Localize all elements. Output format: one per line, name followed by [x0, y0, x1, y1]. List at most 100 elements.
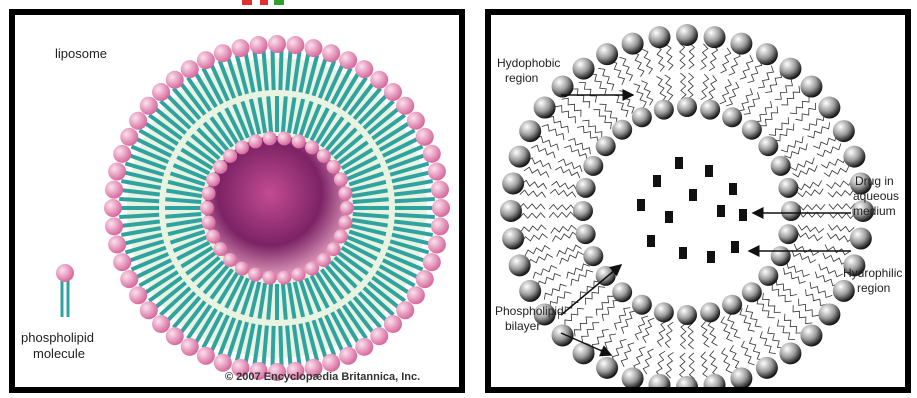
lipid-tail [601, 334, 617, 356]
inner-head [223, 149, 237, 163]
inner-head [305, 262, 319, 276]
inner-head [338, 216, 352, 230]
lipid-tail [828, 190, 854, 197]
lipid-tail [522, 234, 548, 243]
outer-head [416, 128, 434, 146]
inner-head-sphere [654, 100, 674, 120]
outer-head [428, 235, 446, 253]
lipid-tail [757, 297, 774, 317]
lipid-tail [549, 212, 575, 218]
inner-head-sphere [700, 302, 720, 322]
outer-head [129, 112, 147, 130]
outer-head [416, 270, 434, 288]
outer-head [370, 71, 388, 89]
lipid-tail [829, 204, 855, 210]
inner-head [334, 229, 348, 243]
inner-tail [268, 284, 271, 320]
outer-head-sphere [622, 367, 644, 387]
inner-head-sphere [758, 266, 778, 286]
inner-head-sphere [771, 246, 791, 266]
outer-head [355, 60, 373, 78]
lipid-tail [728, 314, 741, 338]
lipid-tail [798, 225, 824, 233]
lipid-tail [758, 66, 774, 88]
inner-head-sphere [758, 136, 778, 156]
outer-head-sphere [833, 120, 855, 142]
inner-head-sphere [771, 156, 791, 176]
outer-head [120, 270, 138, 288]
lipid-tail [803, 114, 824, 130]
outer-head [108, 163, 126, 181]
inner-head-sphere [778, 224, 798, 244]
hydrophilic-label-line2: region [857, 282, 890, 296]
lipid-tail [657, 76, 666, 101]
outer-head [250, 36, 268, 54]
lipid-tail [709, 45, 718, 71]
outer-head [140, 97, 158, 115]
outer-head [120, 128, 138, 146]
inner-head [327, 160, 341, 174]
outer-head-sphere [552, 324, 574, 346]
lipid-tail [524, 167, 549, 177]
lipid-tail [558, 159, 582, 172]
outer-head [197, 51, 215, 69]
lipid-tail [763, 293, 781, 313]
inner-head [206, 229, 220, 243]
inner-head [263, 271, 277, 285]
lipid-tail [555, 106, 575, 124]
outer-head [286, 36, 304, 54]
inner-head-sphere [612, 282, 632, 302]
liposome-schematic-panel: Hydophobic region Drug in aqueous medium… [485, 9, 911, 393]
outer-head [152, 83, 170, 101]
outer-head-sphere [800, 324, 822, 346]
outer-head [370, 327, 388, 345]
lipid-tail [680, 43, 686, 69]
lipid-tail [666, 44, 673, 70]
outer-head [105, 181, 123, 199]
outer-tail [119, 199, 159, 201]
inner-head [277, 131, 291, 145]
inner-tail [353, 199, 389, 202]
outer-head [431, 217, 449, 235]
outer-head-sphere [730, 33, 752, 55]
inner-tail [283, 284, 286, 320]
outer-head-sphere [818, 97, 840, 119]
inner-head [202, 186, 216, 200]
copyright-text: © 2007 Encyclopædia Britannica, Inc. [225, 371, 420, 384]
outer-head [140, 301, 158, 319]
inner-head-sphere [576, 224, 596, 244]
outer-head [423, 253, 441, 271]
lipid-tail [598, 68, 614, 90]
outer-head [181, 60, 199, 78]
lipid-tail [557, 245, 582, 257]
lipid-tail [720, 79, 732, 104]
inner-head [200, 201, 214, 215]
outer-head [428, 163, 446, 181]
lipid-tail [781, 136, 803, 152]
lipid-tail [571, 89, 589, 108]
lipid-tail [641, 81, 653, 106]
lipid-tail [542, 125, 564, 141]
inner-head [213, 160, 227, 174]
inner-head-sphere [583, 156, 603, 176]
inner-head [248, 268, 262, 282]
inner-tail [353, 214, 389, 217]
lipid-tail [564, 146, 587, 161]
outer-head [214, 44, 232, 62]
outer-head [166, 71, 184, 89]
drug-molecule [675, 157, 683, 169]
lipid-tail [634, 84, 647, 108]
bilayer-label-line1: Phospholipid [495, 305, 564, 319]
outer-head [423, 145, 441, 163]
lipid-tail [560, 252, 584, 265]
lipid-tail [665, 322, 673, 348]
lipid-tail [796, 103, 816, 121]
outer-head [113, 145, 131, 163]
outer-head [322, 354, 340, 372]
inner-head-sphere [677, 305, 697, 325]
lipid-tail [754, 101, 771, 121]
lipid-tail [794, 244, 819, 256]
molecule-head [56, 264, 74, 282]
drug-molecule [717, 205, 725, 217]
outer-tail [272, 50, 273, 90]
